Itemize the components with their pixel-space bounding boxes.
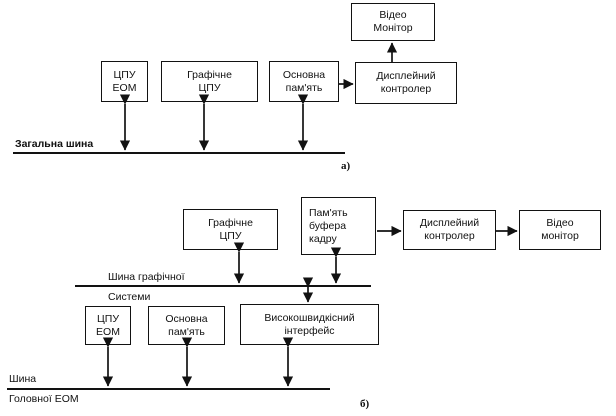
bus-label-main-top-b: Шина — [9, 373, 37, 385]
bus-label-graphics-bottom-b: Системи — [108, 291, 151, 303]
block-main-memory-b: Основна пам'ять — [148, 306, 225, 345]
bus-label-main-bottom-b: Головної ЕОМ — [9, 393, 79, 405]
block-graphics-cpu-b: Графічне ЦПУ — [183, 209, 278, 250]
block-frame-buffer-memory-b: Пам'ять буфера кадру — [301, 197, 376, 255]
block-video-monitor-b: Відео монітор — [519, 210, 601, 250]
block-video-monitor-a: Відео Монітор — [351, 3, 435, 41]
block-graphics-cpu-a: Графічне ЦПУ — [161, 61, 258, 102]
bus-line-main-b — [7, 388, 330, 390]
block-high-speed-interface-b: Високошвидкісний інтерфейс — [240, 304, 379, 345]
block-cpu-eom-a: ЦПУ ЕОМ — [101, 61, 148, 102]
bus-line-graphics-b — [75, 285, 371, 287]
block-display-controller-b: Дисплейний контролер — [403, 210, 496, 250]
bus-label-common-a: Загальна шина — [15, 138, 94, 150]
bus-line-common-a — [13, 152, 345, 154]
block-display-controller-a: Дисплейний контролер — [355, 62, 457, 104]
panel-label-b: б) — [360, 398, 370, 410]
block-cpu-eom-b: ЦПУ ЕОМ — [85, 306, 131, 345]
panel-label-a: а) — [341, 160, 351, 172]
bus-label-graphics-top-b: Шина графічної — [108, 271, 185, 283]
block-main-memory-a: Основна пам'ять — [269, 61, 339, 102]
